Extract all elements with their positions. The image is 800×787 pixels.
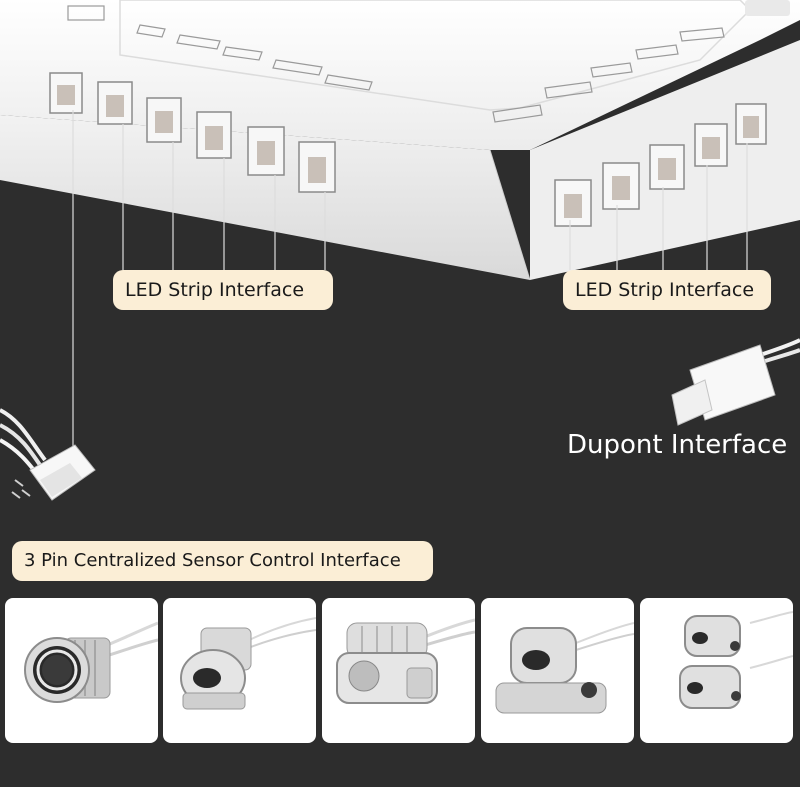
dual-door-sensor-image [640, 598, 793, 743]
touch-switch-sensor-image [5, 598, 158, 743]
hand-wave-sensor-image [481, 598, 634, 743]
sensor-connector-cable [0, 408, 96, 501]
door-sensor-image [163, 598, 316, 743]
dupont-connector [671, 338, 800, 426]
leader-lines [72, 110, 748, 460]
pir-motion-sensor-image [322, 598, 475, 743]
dupont-interface-label: Dupont Interface [567, 430, 788, 460]
led-strip-interface-label-right: LED Strip Interface [563, 270, 771, 310]
led-strip-interface-label-left: LED Strip Interface [113, 270, 333, 310]
led-strip-ports-left [49, 72, 336, 193]
sensor-control-interface-label: 3 Pin Centralized Sensor Control Interfa… [12, 541, 433, 581]
controller-box [0, 0, 800, 281]
